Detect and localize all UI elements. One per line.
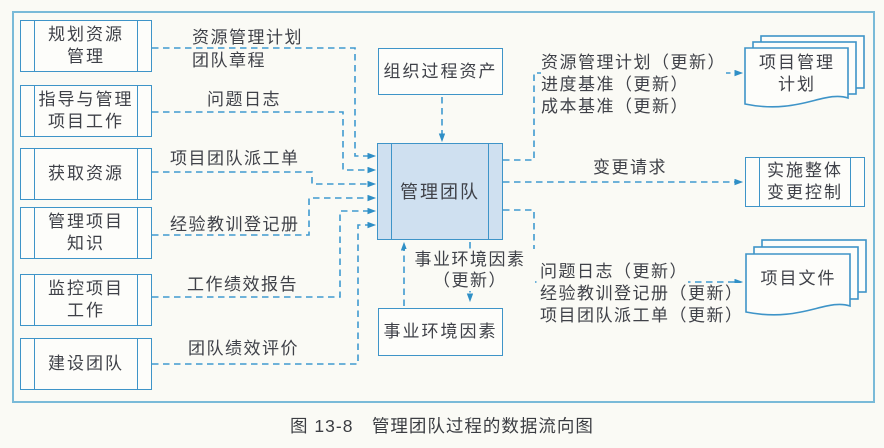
connector-issue-log (152, 111, 377, 174)
flow-label-work-performance-reports: 工作绩效报告 (187, 275, 298, 294)
process-box-manage-team: 管理团队 (377, 143, 503, 240)
flow-label-team-charter: 团队章程 (192, 51, 266, 70)
output-label-plan-update-2: 进度基准（更新） (541, 74, 689, 96)
process-box-monitor-control-project-work: 监控项目 工作 (20, 274, 152, 326)
label-eef-updates: 事业环境因素 （更新） (405, 249, 535, 291)
output-label-doc-update-2: 经验教训登记册（更新） (540, 283, 744, 305)
doc-label-project-documents: 项目文件 (760, 269, 837, 288)
flow-label-issue-log: 问题日志 (207, 90, 281, 109)
doc-stack-icon-project-documents (745, 239, 867, 316)
output-label-doc-update-3: 项目团队派工单（更新） (540, 305, 744, 327)
output-label-document-updates: 问题日志（更新） 经验教训登记册（更新） 项目团队派工单（更新） (540, 261, 744, 327)
figure-border (12, 11, 875, 403)
connector-plan-updates (503, 69, 744, 161)
process-box-plan-resource-management: 规划资源 管理 (20, 20, 152, 72)
process-box-manage-project-knowledge: 管理项目 知识 (20, 207, 152, 259)
flow-label-team-performance-assessments: 团队绩效评价 (188, 339, 299, 358)
flow-label-lessons-learned-register: 经验教训登记册 (170, 215, 300, 234)
figure-caption: 图 13-8 管理团队过程的数据流向图 (290, 416, 594, 436)
flow-label-project-team-assignments: 项目团队派工单 (170, 149, 300, 168)
flow-label-resource-management-plan: 资源管理计划 (192, 28, 303, 47)
connector-team-assignments (152, 171, 377, 188)
process-box-develop-team: 建设团队 (20, 338, 152, 390)
box-enterprise-environmental-factors: 事业环境因素 (378, 308, 503, 356)
process-box-direct-manage-project-work: 指导与管理 项目工作 (20, 85, 152, 137)
output-label-plan-updates: 资源管理计划（更新） 进度基准（更新） 成本基准（更新） (541, 52, 726, 118)
connector-work-performance-reports (152, 207, 377, 298)
box-organizational-process-assets: 组织过程资产 (378, 48, 503, 95)
output-label-plan-update-1: 资源管理计划（更新） (541, 52, 726, 74)
process-box-acquire-resources: 获取资源 (20, 148, 152, 200)
output-label-plan-update-3: 成本基准（更新） (541, 96, 689, 118)
doc-stack-icon-project-management-plan (744, 35, 865, 108)
output-label-change-request: 变更请求 (593, 157, 667, 178)
connector-team-performance (152, 221, 377, 365)
doc-label-project-management-plan: 项目管理 计划 (759, 53, 835, 94)
connector-resource-management-plan (152, 47, 377, 160)
process-box-perform-integrated-change-control: 实施整体 变更控制 (745, 157, 865, 207)
output-label-doc-update-1: 问题日志（更新） (540, 261, 688, 283)
connector-lessons-learned (152, 194, 377, 236)
